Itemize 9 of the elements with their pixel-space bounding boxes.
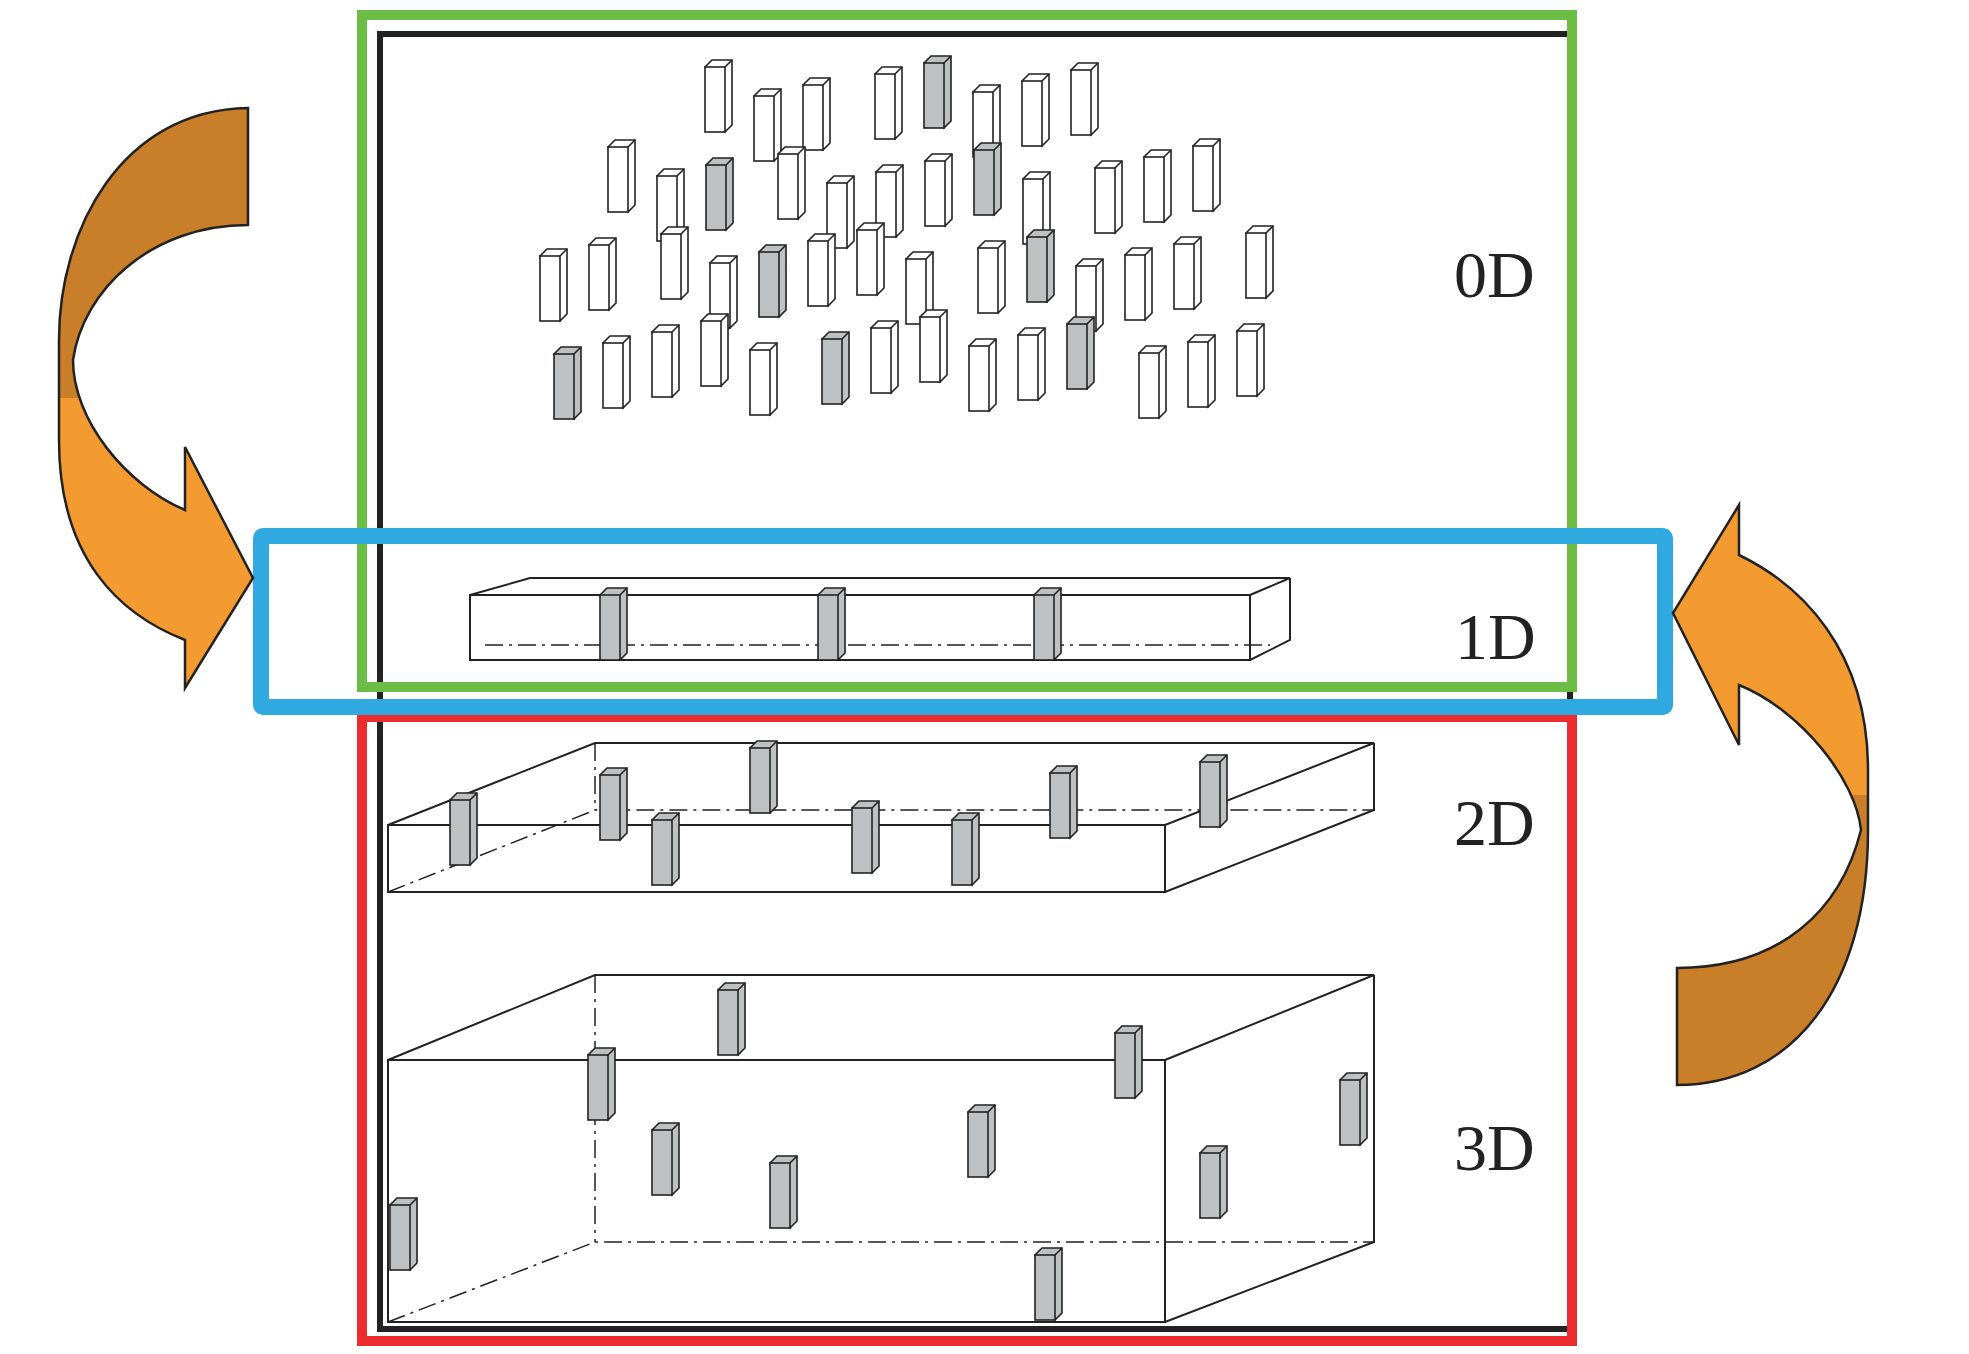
two-d-three-d-panel: [357, 712, 1577, 1346]
dimension-label: 1D: [1455, 604, 1536, 670]
curved-arrow: [1671, 503, 1870, 1087]
curved-arrow: [57, 106, 255, 690]
dimension-label: 3D: [1454, 1115, 1535, 1181]
zero-d-panel: [357, 10, 1577, 692]
one-d-panel: [253, 528, 1673, 715]
dimension-label: 0D: [1454, 242, 1535, 308]
dimension-label: 2D: [1454, 790, 1535, 856]
